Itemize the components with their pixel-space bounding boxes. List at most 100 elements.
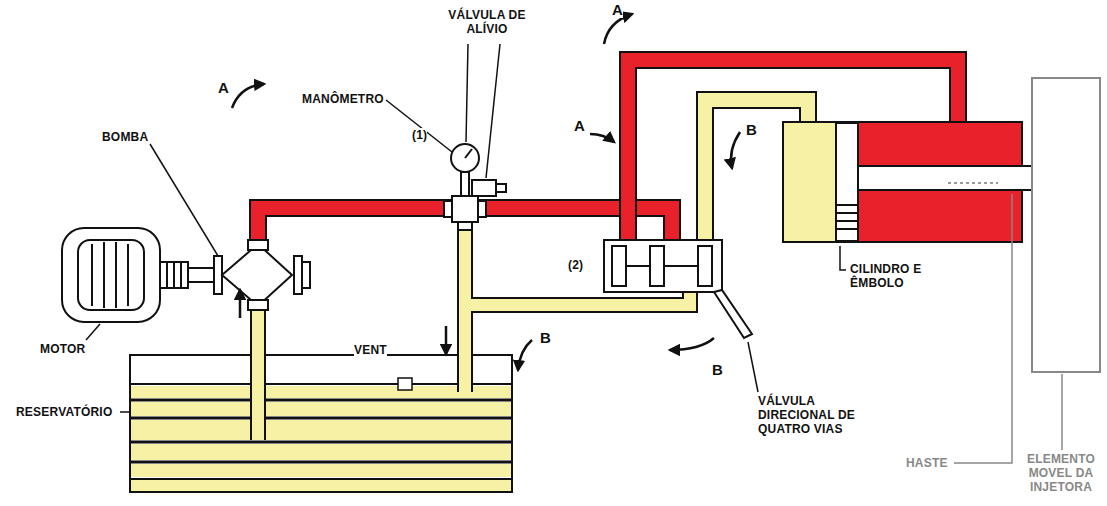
valve-stem bbox=[626, 265, 650, 267]
flow-arrow bbox=[731, 132, 740, 168]
pump bbox=[214, 240, 310, 310]
part-label: VÁLVULA DIRECIONAL DE QUATRO VIAS bbox=[758, 394, 870, 436]
piston-ring bbox=[836, 212, 858, 214]
fluid-line bbox=[130, 383, 512, 385]
gauge-needle bbox=[465, 149, 472, 158]
flow-arrow bbox=[670, 338, 714, 350]
gauge-stem bbox=[461, 172, 469, 196]
flow-letter: A bbox=[574, 118, 585, 134]
suction-pipe bbox=[252, 300, 264, 440]
reservoir bbox=[130, 355, 512, 492]
flow-letter: B bbox=[746, 122, 757, 138]
tee-fitting bbox=[444, 201, 452, 217]
tee-fitting bbox=[478, 201, 486, 217]
fluid-layer bbox=[131, 386, 511, 398]
leader-line bbox=[466, 44, 468, 142]
fluid-layer bbox=[131, 402, 511, 416]
fluid-layer bbox=[131, 464, 511, 477]
leader-line bbox=[486, 44, 500, 178]
leader-line bbox=[86, 324, 100, 340]
part-label: CILINDRO E ÊMBOLO bbox=[850, 262, 934, 290]
leader-line bbox=[120, 411, 130, 413]
motor-fin bbox=[91, 244, 93, 306]
cap-chamber bbox=[784, 123, 836, 241]
coupling-rib bbox=[180, 262, 182, 288]
coupling-rib bbox=[173, 262, 175, 288]
flow-arrow bbox=[518, 340, 532, 370]
flow-arrow bbox=[445, 326, 448, 354]
leader-lines bbox=[86, 44, 1062, 463]
vent-symbol bbox=[398, 378, 412, 390]
leader-line bbox=[840, 246, 846, 270]
part-label: MANÔMETRO bbox=[302, 92, 384, 106]
part-label: ELEMENTO MOVEL DA INJETORA bbox=[1020, 452, 1102, 494]
piston-rod bbox=[858, 166, 1032, 190]
motor-coupling bbox=[160, 262, 188, 288]
flow-letter: A bbox=[218, 80, 229, 96]
piston-ring bbox=[836, 228, 858, 230]
flow-arrow bbox=[239, 290, 242, 318]
piston bbox=[836, 123, 858, 241]
part-label: BOMBA bbox=[102, 130, 148, 144]
leader-line bbox=[150, 144, 218, 256]
relief-valve-body bbox=[472, 180, 496, 196]
pump-body bbox=[222, 244, 292, 306]
part-label: VÁLVULA DE ALÍVIO bbox=[432, 8, 542, 36]
flow-letter: B bbox=[540, 330, 551, 346]
valve-lever bbox=[714, 290, 752, 338]
relief-valve-assembly bbox=[444, 144, 506, 230]
pump-flange bbox=[294, 256, 302, 294]
pump-flange bbox=[302, 262, 310, 288]
motor-body bbox=[62, 228, 160, 322]
fluid-layer bbox=[131, 420, 511, 440]
suction-pipe bbox=[250, 300, 266, 440]
tee-fitting bbox=[452, 196, 478, 222]
callout-number: (2) bbox=[568, 258, 583, 272]
motor-fin bbox=[127, 244, 129, 306]
valve-body bbox=[604, 240, 722, 292]
piston-ring bbox=[836, 220, 858, 222]
fluid-line bbox=[130, 461, 512, 464]
valve-spool bbox=[698, 246, 712, 286]
fluid-layer bbox=[131, 480, 511, 491]
coupling-rib bbox=[166, 262, 168, 288]
motor-fin bbox=[103, 242, 105, 308]
flow-letter: A bbox=[612, 2, 623, 18]
moving-element bbox=[1032, 78, 1100, 372]
fluid-layer bbox=[131, 444, 511, 460]
leader-line bbox=[748, 342, 758, 392]
valve-stem bbox=[664, 265, 698, 267]
flow-letter: B bbox=[712, 362, 723, 378]
flow-arrows bbox=[232, 14, 740, 370]
valve-spool bbox=[612, 246, 626, 286]
motor-shaft bbox=[188, 268, 216, 282]
relief-valve-knob bbox=[496, 184, 506, 192]
electric-motor bbox=[62, 228, 216, 322]
part-label: MOTOR bbox=[40, 342, 85, 356]
leader-line bbox=[1061, 374, 1063, 450]
piston-ring bbox=[836, 204, 858, 206]
valve-spool bbox=[650, 246, 664, 286]
callout-number: (1) bbox=[412, 128, 427, 142]
reservoir-tank bbox=[130, 355, 512, 492]
fluid-line bbox=[130, 441, 512, 444]
part-label: VENT bbox=[354, 343, 387, 357]
hydraulic-cylinder bbox=[783, 122, 1032, 242]
pump-port bbox=[248, 240, 268, 250]
fluid-line bbox=[130, 417, 512, 420]
pipes bbox=[258, 60, 958, 440]
pump-port bbox=[248, 300, 268, 310]
motor-fin bbox=[115, 242, 117, 308]
tee-fitting bbox=[458, 222, 472, 230]
flow-arrow bbox=[604, 14, 632, 44]
pressure-gauge bbox=[451, 144, 479, 172]
fluid-line bbox=[130, 478, 512, 480]
flow-arrow bbox=[232, 84, 264, 108]
part-label: RESERVATÓRIO bbox=[16, 405, 112, 419]
motor-body bbox=[78, 240, 144, 310]
rod-shading bbox=[948, 182, 998, 184]
fluid-line bbox=[130, 399, 512, 402]
directional-valve bbox=[604, 240, 752, 338]
